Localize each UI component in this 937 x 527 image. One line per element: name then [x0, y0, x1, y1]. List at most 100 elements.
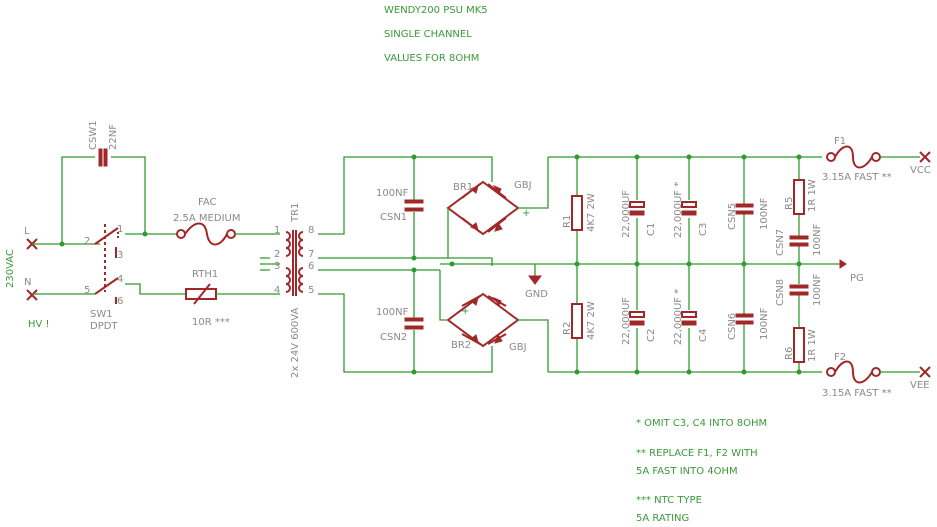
- c3-capacitor: [681, 201, 697, 216]
- r2-name: R2: [562, 322, 573, 335]
- r5-value: 1R 1W: [807, 179, 818, 212]
- neutral-terminal-label: N: [24, 277, 31, 288]
- wire-br2-plus: [439, 270, 448, 321]
- csn5-capacitor: [735, 203, 754, 215]
- f2-value: 3.15A FAST **: [822, 388, 892, 399]
- note-omit-c3-c4: * OMIT C3, C4 INTO 8OHM: [636, 418, 767, 429]
- pg-label: PG: [850, 273, 864, 284]
- sw1-pin-6: 6: [117, 296, 123, 307]
- line-terminal-label: L: [24, 226, 30, 237]
- f1-value: 3.15A FAST **: [822, 172, 892, 183]
- br1-plus-mark: +: [522, 208, 530, 219]
- c2-value: 22,000UF: [621, 297, 632, 345]
- csn8-capacitor: [789, 284, 809, 296]
- wire-csw-right: [111, 156, 146, 234]
- csn1-value: 100NF: [376, 188, 409, 199]
- fac-value: 2.5A MEDIUM: [173, 213, 240, 224]
- csn7-name: CSN7: [775, 229, 786, 256]
- sw1-type: DPDT: [90, 321, 118, 332]
- vee-terminal: [919, 366, 931, 378]
- f1-fuse: [826, 145, 881, 169]
- sw1-name: SW1: [90, 309, 113, 320]
- title-line-3: VALUES FOR 8OHM: [384, 53, 479, 64]
- wire-tr-primary-link: [260, 257, 270, 271]
- r2-resistor: [571, 303, 583, 339]
- gnd-label: GND: [525, 289, 548, 300]
- f2-name: F2: [834, 352, 846, 363]
- r6-value: 1R 1W: [807, 329, 818, 362]
- tr1-pin-1: 1: [274, 225, 280, 236]
- c2-capacitor: [629, 311, 645, 326]
- tr1-rating: 2x 24V 600VA: [290, 308, 301, 378]
- csn7-value: 100NF: [812, 223, 823, 256]
- c4-capacitor: [681, 311, 697, 326]
- c1-value: 22,000UF: [621, 190, 632, 238]
- csw1-name: CSW1: [88, 120, 99, 150]
- csn6-value: 100NF: [759, 307, 770, 340]
- sw1-switch: [94, 224, 119, 304]
- c3-value: 22,000UF *: [673, 182, 684, 238]
- ac-input-label: 230VAC: [5, 249, 16, 288]
- rth1-name: RTH1: [192, 269, 218, 280]
- csn1-name: CSN1: [380, 212, 407, 223]
- pg-arrow-icon: [839, 259, 847, 269]
- sw1-pin-3: 3: [117, 250, 123, 261]
- c4-value: 22,000UF *: [673, 289, 684, 345]
- csn2-name: CSN2: [380, 332, 407, 343]
- rail-junctions: [574, 154, 802, 375]
- c2-name: C2: [646, 329, 657, 342]
- csn5-value: 100NF: [759, 197, 770, 230]
- tr1-pin-3: 3: [274, 261, 280, 272]
- wire-csw-left: [61, 156, 95, 244]
- csn8-value: 100NF: [812, 273, 823, 306]
- r6-resistor: [793, 327, 805, 363]
- rth1-thermistor: [185, 283, 217, 305]
- tr1-pin-8: 8: [308, 225, 314, 236]
- f2-fuse: [826, 360, 881, 384]
- c1-capacitor: [629, 201, 645, 216]
- csn8-name: CSN8: [775, 279, 786, 306]
- r1-value: 4K7 2W: [586, 193, 597, 232]
- tr1-pin-2: 2: [274, 249, 280, 260]
- sw1-pin-1: 1: [117, 224, 123, 235]
- csn5-name: CSN5: [727, 203, 738, 230]
- wire-br2-minus: [518, 319, 549, 372]
- c1-name: C1: [646, 223, 657, 236]
- csn6-name: CSN6: [727, 313, 738, 340]
- br1-name: BR1: [453, 182, 473, 193]
- title-line-1: WENDY200 PSU MK5: [384, 5, 488, 16]
- junction-gnd-bridge: [449, 261, 455, 267]
- note-ntc-type: *** NTC TYPE: [636, 495, 702, 506]
- tr1-name: TR1: [290, 203, 301, 223]
- r2-value: 4K7 2W: [586, 301, 597, 340]
- junction-csw-left: [59, 241, 65, 247]
- tr1-pin-6: 6: [308, 261, 314, 272]
- fac-fuse: [176, 222, 236, 246]
- wire-sec-bottom: [318, 293, 493, 373]
- csw1-value: 22NF: [108, 124, 119, 150]
- br2-type: GBJ: [509, 342, 527, 353]
- wire-sec-top: [318, 156, 493, 235]
- title-line-2: SINGLE CHANNEL: [384, 29, 472, 40]
- sw1-pin-5: 5: [84, 285, 90, 296]
- r1-resistor: [571, 195, 583, 231]
- sw1-pin-4: 4: [117, 274, 123, 285]
- r5-resistor: [793, 179, 805, 215]
- vee-label: VEE: [910, 380, 929, 391]
- note-ntc-rating: 5A RATING: [636, 513, 689, 524]
- c3-name: C3: [698, 223, 709, 236]
- sw1-pin-2: 2: [84, 236, 90, 247]
- hv-warning: HV !: [28, 319, 50, 330]
- junction-sw-out: [142, 231, 148, 237]
- wire-br1-plus: [518, 157, 549, 209]
- csn6-capacitor: [735, 313, 754, 325]
- tr1-pin-5: 5: [308, 285, 314, 296]
- csn7-capacitor: [789, 235, 809, 247]
- csn2-value: 100NF: [376, 307, 409, 318]
- gnd-icon: [528, 275, 542, 285]
- br2-name: BR2: [451, 340, 471, 351]
- r6-name: R6: [784, 347, 795, 360]
- br2-plus-mark: +: [461, 306, 469, 317]
- vcc-label: VCC: [910, 165, 931, 176]
